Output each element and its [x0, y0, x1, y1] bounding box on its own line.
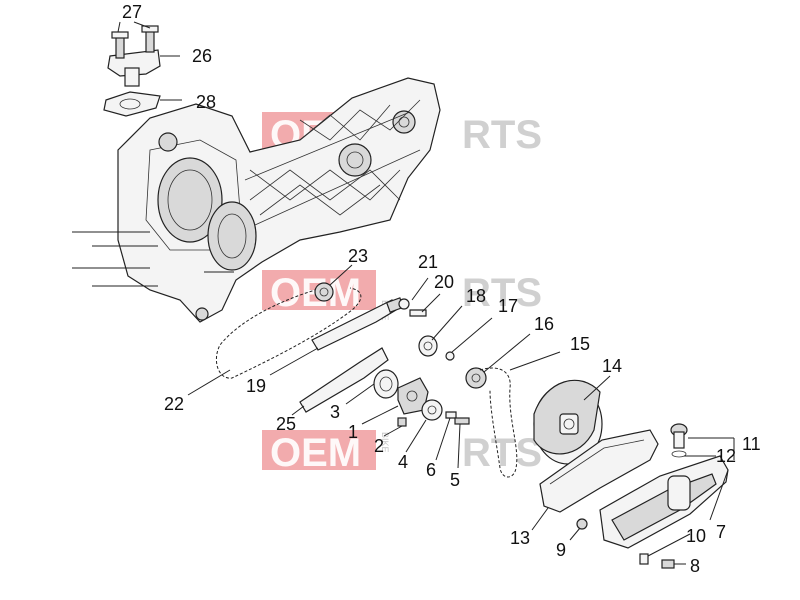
callout-27: 27	[122, 2, 142, 22]
callout-6: 6	[426, 460, 436, 480]
callout-17: 17	[498, 296, 518, 316]
callout-16: 16	[534, 314, 554, 334]
callout-15: 15	[570, 334, 590, 354]
tensioner-pulley-parts-illustration	[385, 277, 493, 361]
oil-pump-cover-illustration	[533, 375, 611, 465]
timing-chain-illustration	[187, 264, 362, 396]
callout-28: 28	[196, 92, 216, 112]
callout-19: 19	[246, 376, 266, 396]
callout-labels: 27 26 28 23 21 20 18 17 16 15 14 19 22 3…	[122, 2, 761, 576]
watermark-oem-text: OEM	[270, 431, 361, 475]
watermark-bike-text: BIKE	[380, 432, 390, 453]
oil-sump-illustration	[569, 423, 735, 569]
callout-7: 7	[716, 522, 726, 542]
callout-18: 18	[466, 286, 486, 306]
callout-14: 14	[602, 356, 622, 376]
callout-2: 2	[374, 436, 384, 456]
callout-1: 1	[348, 422, 358, 442]
callout-11: 11	[742, 434, 761, 454]
callout-26: 26	[192, 46, 212, 66]
watermark-rts-text: RTS	[462, 431, 542, 475]
callout-3: 3	[330, 402, 340, 422]
watermark-bottom: OEM BIKE RTS	[262, 430, 542, 475]
callout-8: 8	[690, 556, 700, 576]
watermark-rts-text: RTS	[462, 271, 542, 315]
tensioner-assembly-illustration	[103, 21, 182, 117]
callout-20: 20	[434, 272, 454, 292]
gasket-illustration	[531, 429, 659, 531]
callout-12: 12	[716, 446, 736, 466]
callout-10: 10	[686, 526, 706, 546]
callout-13: 13	[510, 528, 530, 548]
oil-pump-illustration	[345, 369, 470, 469]
callout-21: 21	[418, 252, 438, 272]
callout-22: 22	[164, 394, 184, 414]
callout-4: 4	[398, 452, 408, 472]
callout-25: 25	[276, 414, 296, 434]
callout-9: 9	[556, 540, 566, 560]
watermark-rts-text: RTS	[462, 113, 542, 157]
crankcase-illustration	[72, 77, 441, 323]
chain-guide-illustration	[269, 299, 397, 416]
callout-23: 23	[348, 246, 368, 266]
oil-pump-chain-illustration	[465, 333, 561, 478]
callout-5: 5	[450, 470, 460, 490]
